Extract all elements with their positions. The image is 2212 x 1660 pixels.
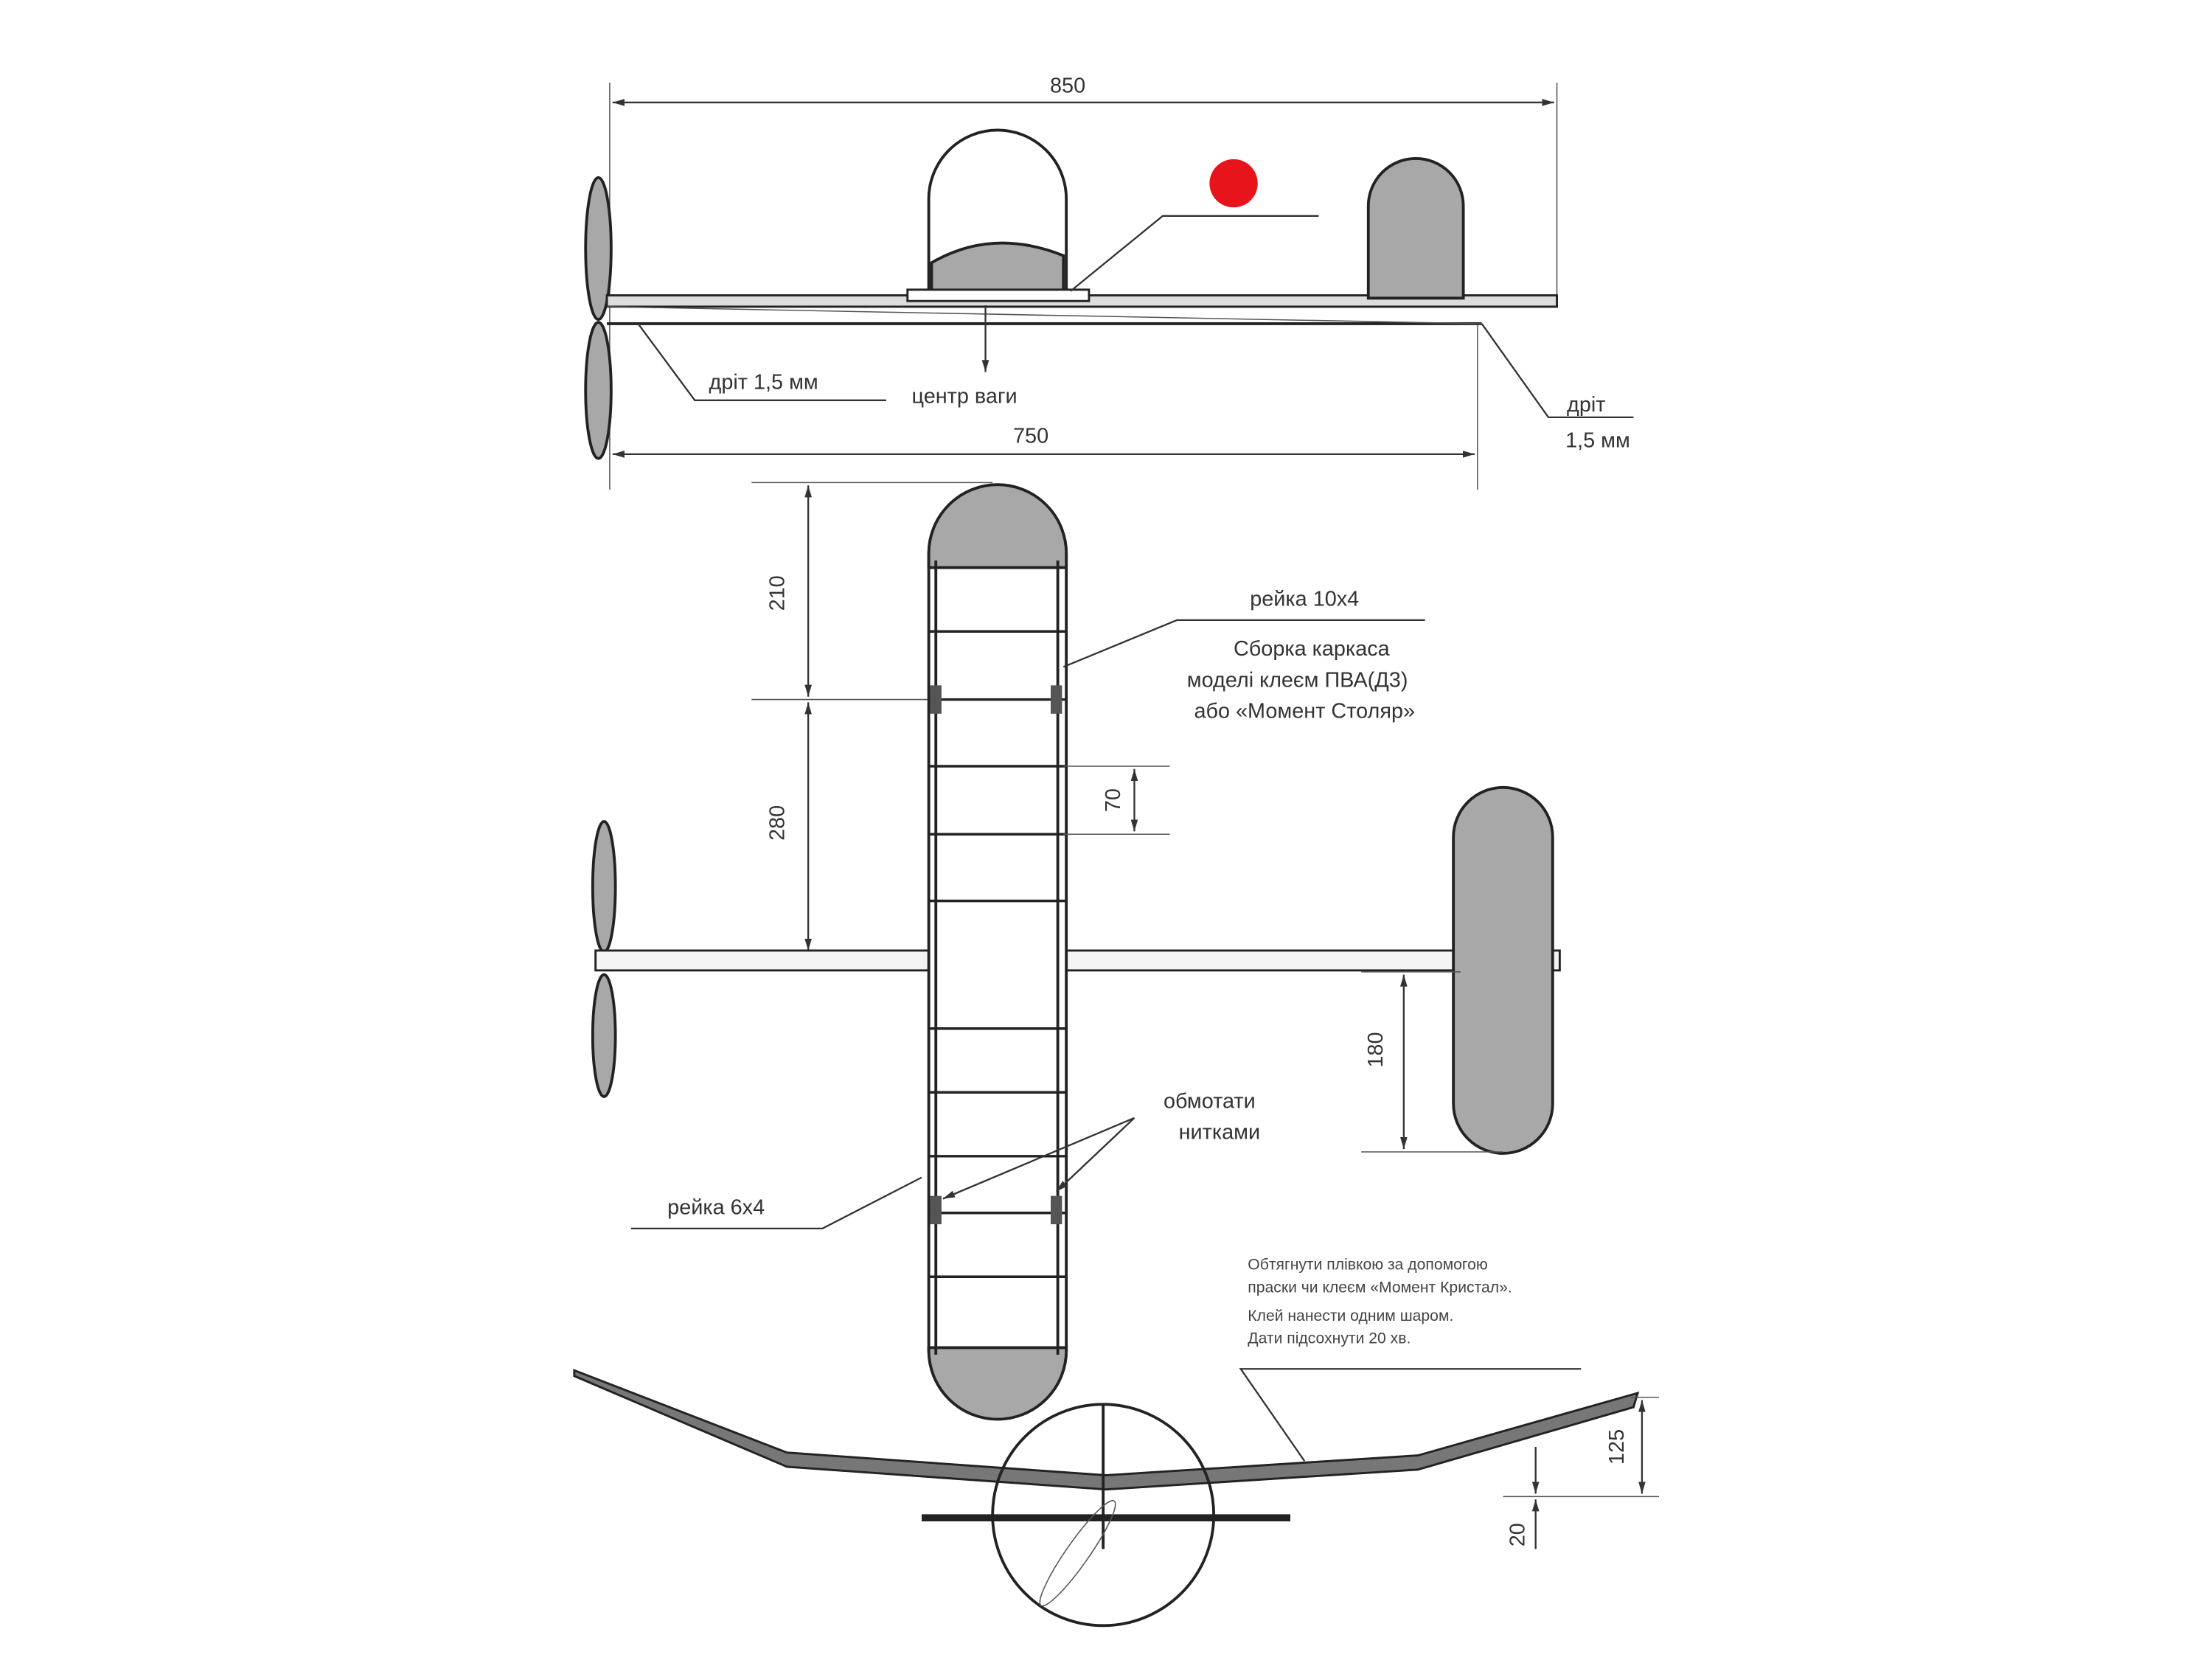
dimension-180: 180 bbox=[1364, 1032, 1388, 1068]
propeller-blade-icon bbox=[591, 820, 617, 954]
assembly-note-line: або «Момент Столяр» bbox=[1194, 700, 1415, 723]
red-marker bbox=[1209, 159, 1258, 208]
rib-label: рейка 6x4 bbox=[667, 1196, 765, 1220]
propeller-blade-icon bbox=[591, 973, 617, 1098]
wing-front bbox=[573, 1369, 1640, 1491]
side-view: 850 дріт 1,5 мм центр ваги дріт 1,5 мм 7… bbox=[584, 74, 1634, 490]
wing-side bbox=[927, 128, 1068, 299]
dimension-750: 750 bbox=[1013, 425, 1048, 448]
center-of-gravity-label: центр ваги bbox=[912, 385, 1018, 409]
dimension-20: 20 bbox=[1506, 1523, 1529, 1546]
wing-ribs bbox=[928, 630, 1067, 1278]
glue-note-line: Дати підсохнути 20 хв. bbox=[1248, 1330, 1411, 1347]
wire-label-right-size: 1,5 мм bbox=[1565, 428, 1630, 452]
stabilizer-top bbox=[1452, 785, 1554, 1155]
covering-note-line: Обтягнути плівкою за допомогою bbox=[1248, 1257, 1487, 1274]
wing-top bbox=[927, 484, 1068, 1420]
assembly-note-line: моделі клеєм ПВА(Д3) bbox=[1187, 668, 1408, 692]
dimension-125: 125 bbox=[1605, 1429, 1629, 1465]
dimension-210: 210 bbox=[765, 575, 789, 611]
covering-note-line: праски чи клеєм «Момент Кристал». bbox=[1248, 1279, 1512, 1296]
wire-label-left: дріт 1,5 мм bbox=[709, 370, 818, 394]
propeller-blade-icon bbox=[584, 321, 613, 460]
front-view: Обтягнути плівкою за допомогою праски чи… bbox=[573, 1257, 1659, 1628]
assembly-note-line: Сборка каркаса bbox=[1234, 637, 1391, 661]
wrap-note-line: обмотати bbox=[1164, 1089, 1256, 1113]
tail-fin-side bbox=[1366, 157, 1465, 300]
wrap-note-line: нитками bbox=[1179, 1121, 1260, 1145]
wire-label-right: дріт bbox=[1567, 393, 1605, 417]
top-view: 210 280 70 180 рейка 10x4 Сборка каркас bbox=[591, 482, 1561, 1421]
glue-note-line: Клей нанести одним шаром. bbox=[1248, 1307, 1453, 1324]
dimension-70: 70 bbox=[1102, 788, 1125, 812]
propeller-blade-icon bbox=[584, 176, 613, 322]
dimension-850: 850 bbox=[1050, 74, 1085, 98]
spar-label: рейка 10x4 bbox=[1250, 588, 1359, 611]
fuselage-top bbox=[594, 949, 1561, 972]
dimension-280: 280 bbox=[765, 805, 789, 841]
